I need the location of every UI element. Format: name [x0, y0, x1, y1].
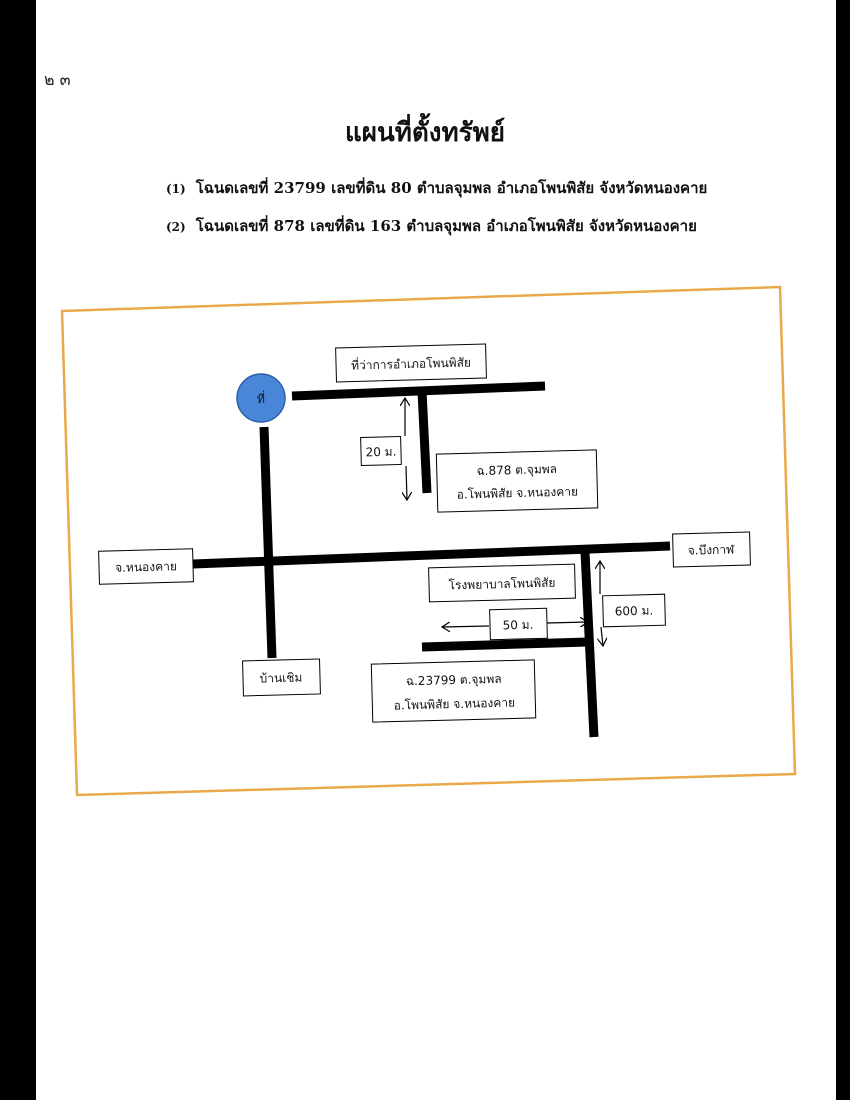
district-marker-label: ที่ [257, 390, 265, 406]
arrow-50m-left [442, 626, 490, 627]
district-marker-circle [236, 373, 286, 423]
label-distance-50m: 50 ม. [489, 607, 548, 641]
svg-text:ที่ว่าการอำเภอโพนพิสัย: ที่ว่าการอำเภอโพนพิสัย [351, 353, 471, 372]
arrow-600m-down [601, 626, 603, 646]
svg-text:จ.หนองคาย: จ.หนองคาย [115, 559, 177, 575]
svg-text:600 ม.: 600 ม. [615, 603, 654, 618]
road-main-highway [192, 541, 671, 569]
svg-text:50 ม.: 50 ม. [502, 618, 533, 633]
page-title: แผนที่ตั้งทรัพย์ [345, 118, 505, 148]
svg-text:โรงพยาบาลโพนพิสัย: โรงพยาบาลโพนพิสัย [448, 576, 555, 593]
road-hospital [580, 551, 599, 738]
label-deed-23799: ฉ.23799 ต.จุมพล อ.โพนพิสัย จ.หนองคาย [370, 659, 537, 723]
svg-text:อ.โพนพิสัย จ.หนองคาย: อ.โพนพิสัย จ.หนองคาย [393, 695, 515, 712]
label-bueng-kan: จ.บึงกาฬ [672, 531, 751, 568]
arrow-20m-down [406, 465, 407, 500]
deed-line-2: (2) โฉนดเลขที่ 878 เลขที่ดิน 163 ตำบลจุมพ… [166, 214, 697, 238]
scan-edge-left [0, 0, 36, 1100]
map-frame [60, 285, 797, 797]
road-deed-878 [417, 390, 432, 494]
svg-text:20 ม.: 20 ม. [365, 445, 396, 460]
label-distance-20m: 20 ม. [360, 435, 402, 467]
scan-edge-right [836, 0, 850, 1100]
deed-line-1: (1) โฉนดเลขที่ 23799 เลขที่ดิน 80 ตำบลจุม… [166, 176, 707, 200]
label-distance-600m: 600 ม. [602, 593, 666, 628]
deed-line-2-text: โฉนดเลขที่ 878 เลขที่ดิน 163 ตำบลจุมพล อ… [195, 217, 697, 235]
label-nong-khai: จ.หนองคาย [98, 548, 194, 585]
svg-text:อ.โพนพิสัย จ.หนองคาย: อ.โพนพิสัย จ.หนองคาย [456, 484, 578, 501]
label-hospital: โรงพยาบาลโพนพิสัย [428, 563, 576, 603]
label-deed-878: ฉ.878 ต.จุมพล อ.โพนพิสัย จ.หนองคาย [435, 449, 599, 513]
road-deed-23799 [421, 637, 589, 652]
svg-text:บ้านเชิม: บ้านเชิม [259, 670, 302, 685]
road-ban-choem [259, 426, 277, 659]
deed-line-2-number: (2) [166, 220, 186, 234]
page-number-mark: ๒ ๓ [44, 70, 71, 89]
label-ban-choem: บ้านเชิม [242, 658, 321, 697]
deed-line-1-number: (1) [166, 182, 186, 196]
label-district-office: ที่ว่าการอำเภอโพนพิสัย [335, 343, 487, 383]
deed-line-1-text: โฉนดเลขที่ 23799 เลขที่ดิน 80 ตำบลจุมพล … [195, 179, 708, 197]
svg-text:ฉ.878 ต.จุมพล: ฉ.878 ต.จุมพล [476, 462, 557, 479]
svg-text:จ.บึงกาฬ: จ.บึงกาฬ [688, 542, 736, 557]
arrow-50m-right [546, 622, 588, 623]
road-district-office [291, 381, 546, 401]
svg-text:ฉ.23799 ต.จุมพล: ฉ.23799 ต.จุมพล [406, 672, 502, 690]
